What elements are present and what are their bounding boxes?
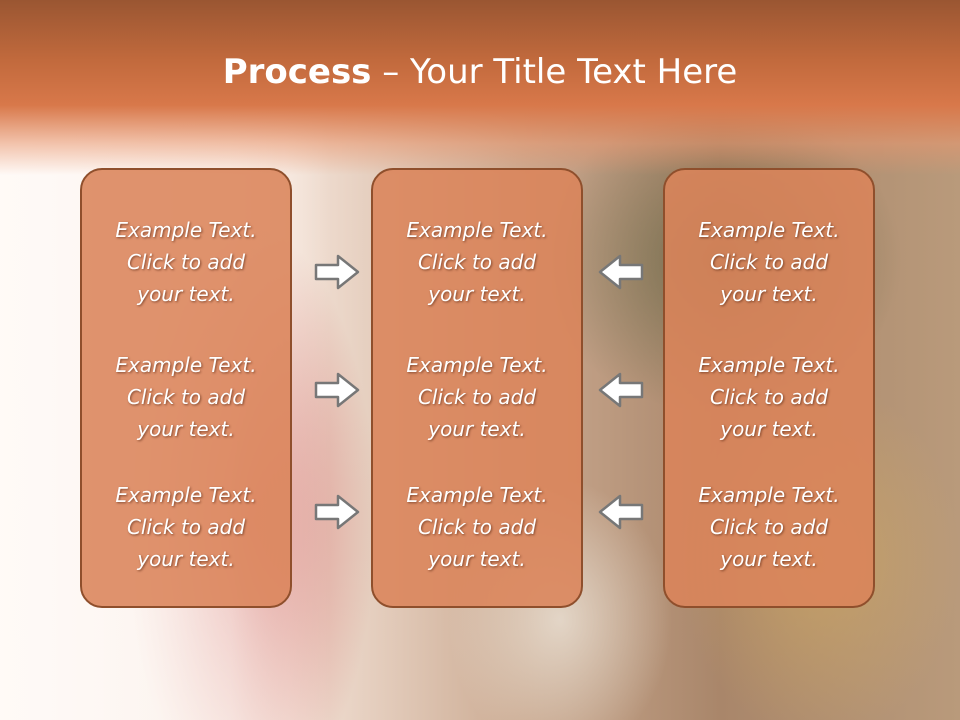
title-banner (0, 0, 960, 175)
arrow-right-icon[interactable] (313, 370, 361, 410)
arrow-left-icon[interactable] (597, 370, 645, 410)
text-placeholder[interactable]: Example Text. Click to add your text. (406, 218, 548, 306)
text-placeholder[interactable]: Example Text. Click to add your text. (698, 353, 840, 441)
arrow-left-icon[interactable] (597, 492, 645, 532)
text-placeholder[interactable]: Example Text. Click to add your text. (698, 218, 840, 306)
process-box-center[interactable]: Example Text. Click to add your text. Ex… (371, 168, 583, 608)
text-placeholder[interactable]: Example Text. Click to add your text. (115, 353, 257, 441)
title-bold: Process (222, 52, 372, 92)
arrow-left-icon[interactable] (597, 252, 645, 292)
text-placeholder[interactable]: Example Text. Click to add your text. (115, 483, 257, 571)
title-rest: – Your Title Text Here (371, 52, 738, 92)
process-box-right[interactable]: Example Text. Click to add your text. Ex… (663, 168, 875, 608)
text-placeholder[interactable]: Example Text. Click to add your text. (406, 483, 548, 571)
arrow-right-icon[interactable] (313, 252, 361, 292)
arrow-right-icon[interactable] (313, 492, 361, 532)
text-placeholder[interactable]: Example Text. Click to add your text. (115, 218, 257, 306)
text-placeholder[interactable]: Example Text. Click to add your text. (698, 483, 840, 571)
text-placeholder[interactable]: Example Text. Click to add your text. (406, 353, 548, 441)
process-box-left[interactable]: Example Text. Click to add your text. Ex… (80, 168, 292, 608)
slide-title[interactable]: Process – Your Title Text Here (0, 52, 960, 92)
